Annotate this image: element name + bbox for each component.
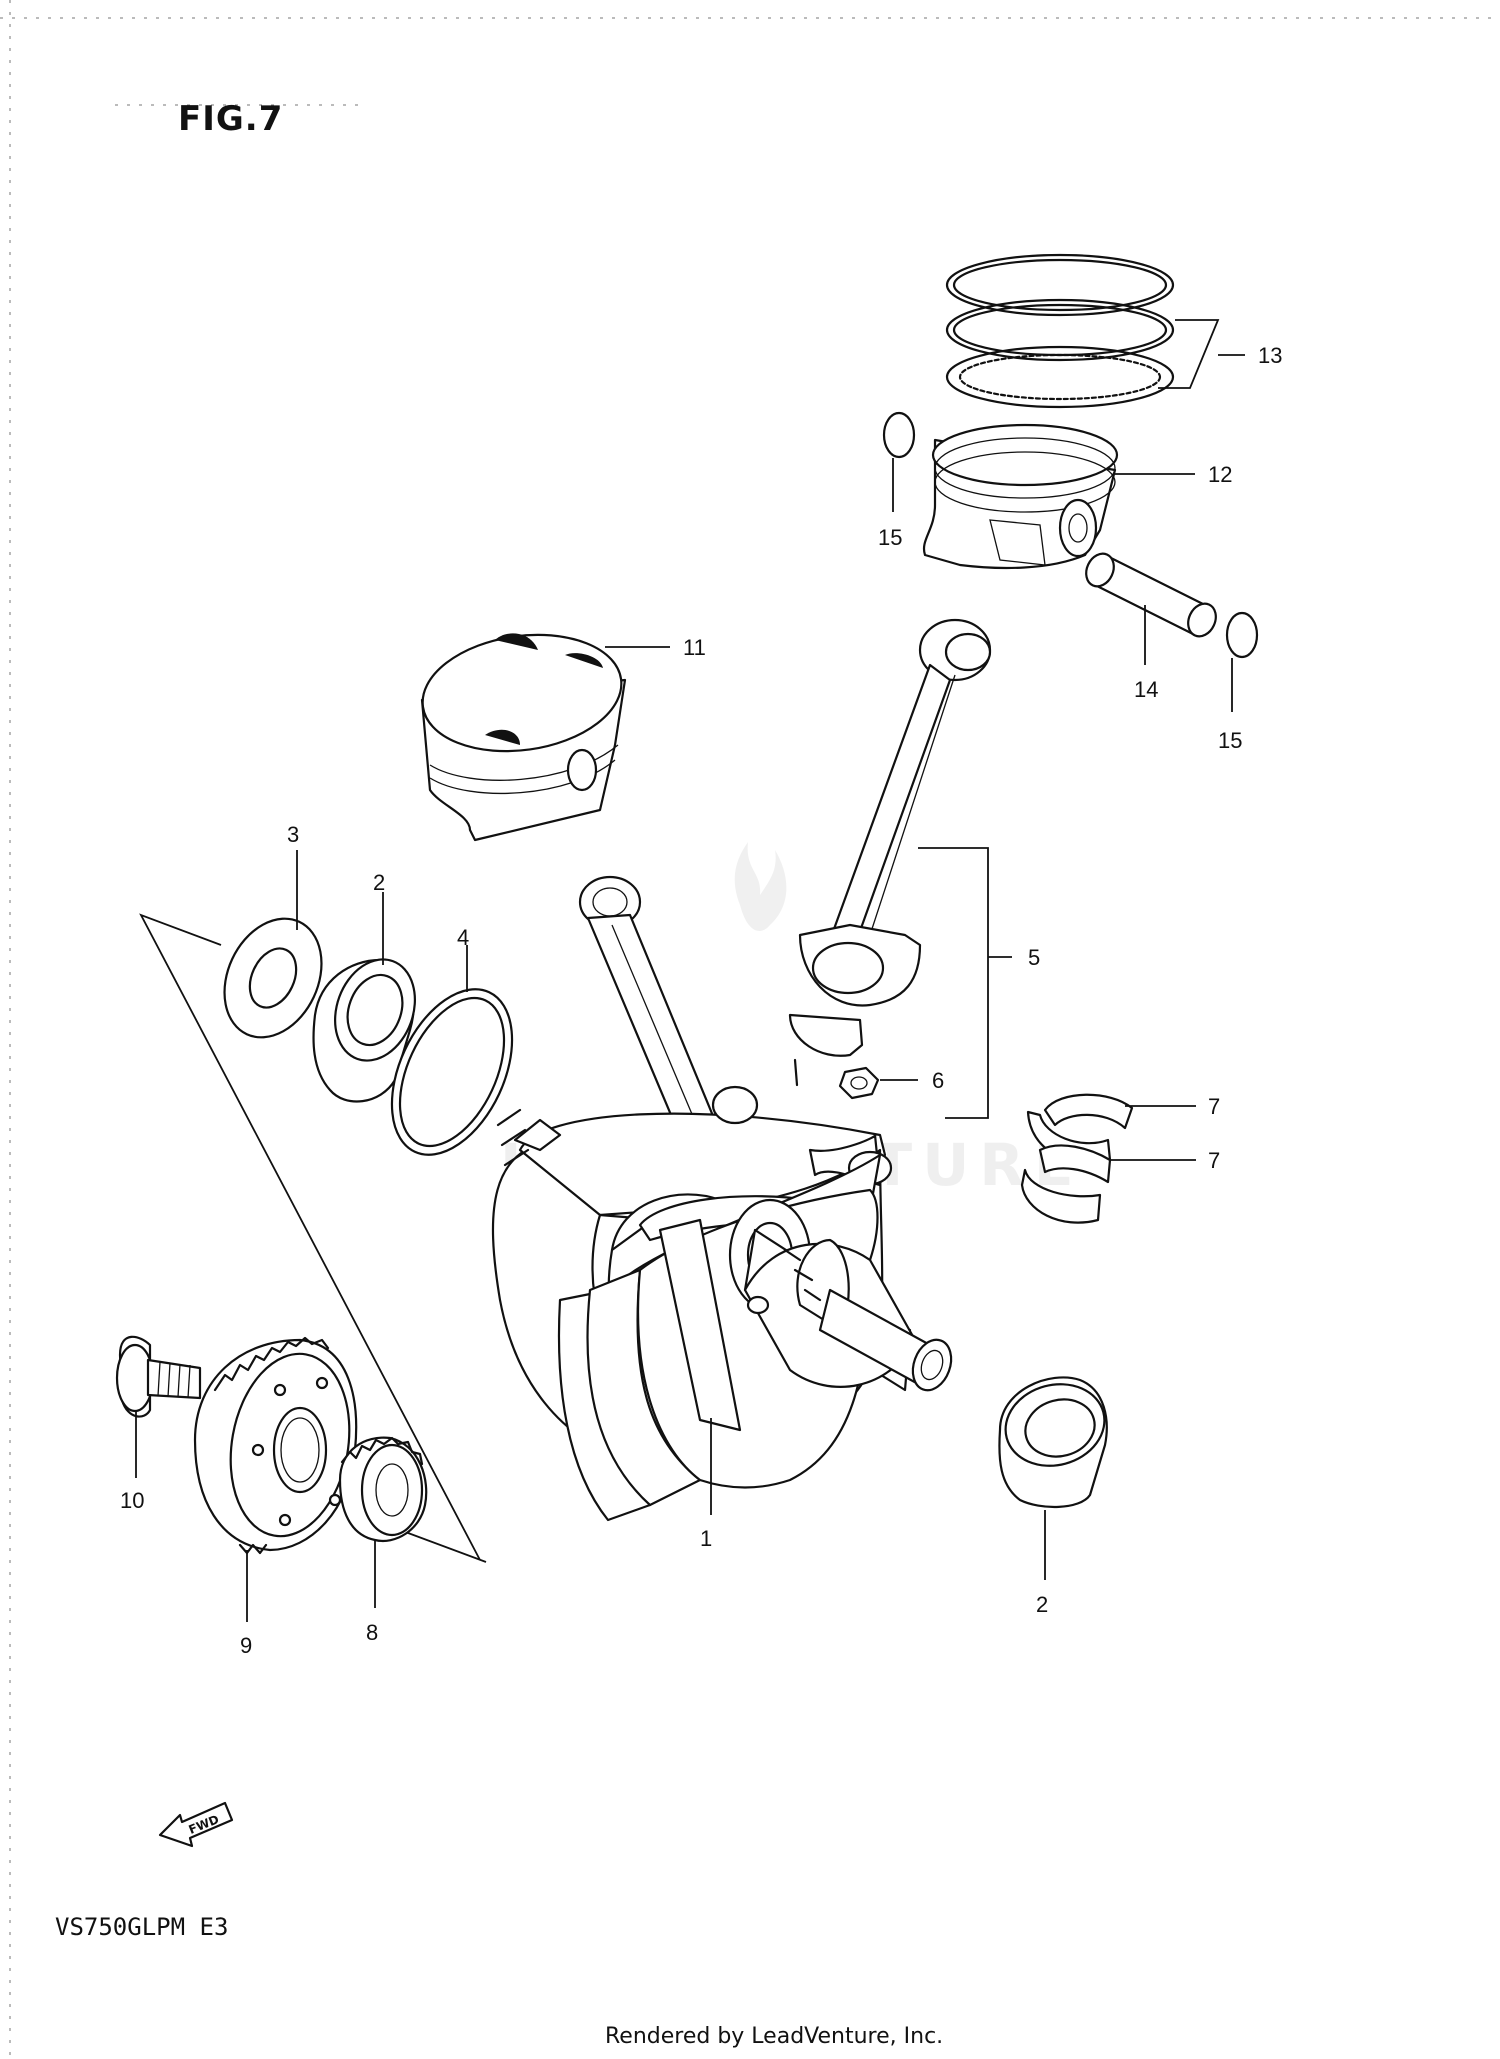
part-9-gear: [193, 1336, 358, 1555]
callout-15b: 15: [1218, 728, 1242, 753]
figure-title: FIG.7: [178, 99, 283, 139]
model-code: VS750GLPM E3: [55, 1913, 228, 1941]
forward-direction-marker: FWD: [158, 1801, 234, 1848]
assembly-guide-line: [139, 913, 481, 1561]
callout-6: 6: [932, 1068, 944, 1093]
callout-13: 13: [1258, 343, 1282, 368]
part-11-piston: [420, 633, 627, 842]
callout-1: 1: [700, 1526, 712, 1551]
callout-14: 14: [1134, 677, 1158, 702]
callout-7a: 7: [1208, 1094, 1220, 1119]
callout-11: 11: [683, 635, 706, 660]
part-5-connecting-rod: [788, 618, 992, 1087]
leader-5: [918, 847, 989, 1119]
callout-12: 12: [1208, 462, 1232, 487]
part-1-crankshaft: [491, 875, 953, 1522]
callout-3: 3: [287, 822, 299, 847]
callout-15a: 15: [878, 525, 902, 550]
leader-13: [1158, 319, 1220, 389]
callout-9: 9: [240, 1633, 252, 1658]
part-12-piston: [922, 423, 1119, 570]
part-13-piston-rings: [945, 253, 1175, 409]
watermark-flame-icon: [734, 842, 787, 931]
part-2-bearing-left: [312, 958, 416, 1103]
part-6-nut: [838, 1066, 880, 1100]
footer-attribution: Rendered by LeadVenture, Inc.: [605, 2024, 943, 2049]
part-7-bearing-shells: [1020, 1093, 1134, 1224]
part-3-thrust-washer: [223, 917, 323, 1039]
callout-5: 5: [1028, 945, 1040, 970]
fwd-arrow-icon: [158, 1801, 234, 1848]
part-15-circlip-lower: [1225, 611, 1259, 659]
part-10-bolt: [115, 1335, 202, 1418]
assembly-guide-line-bottom: [399, 1529, 487, 1563]
part-2-bearing-right: [998, 1376, 1108, 1509]
callout-2a: 2: [373, 870, 385, 895]
callout-2b: 2: [1036, 1592, 1048, 1617]
callout-4: 4: [457, 925, 469, 950]
part-14-piston-pin: [1085, 552, 1217, 638]
callout-7b: 7: [1208, 1148, 1220, 1173]
part-4-shim: [390, 988, 514, 1156]
callout-8: 8: [366, 1620, 378, 1645]
part-15-circlip-upper: [882, 411, 916, 459]
callout-10: 10: [120, 1488, 144, 1513]
part-8-small-gear: [338, 1436, 428, 1543]
